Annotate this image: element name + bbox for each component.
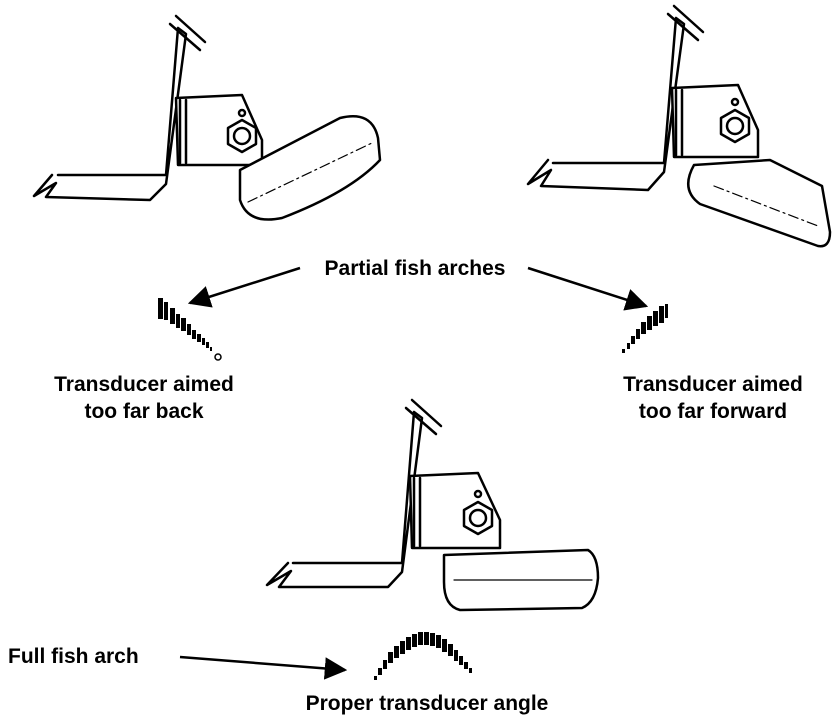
transducer-mount-proper: [265, 398, 600, 612]
back-label-line1: Transducer aimed: [54, 373, 234, 396]
transducer-mount-forward: [526, 4, 832, 248]
arrow-to-forward-arch: [527, 266, 649, 311]
full-arch-label: Full fish arch: [8, 645, 139, 668]
transducer-mount-back: [32, 14, 382, 221]
back-label-line2: too far back: [84, 400, 203, 423]
partial-fish-arch-forward: [622, 304, 668, 353]
arrow-to-full-arch: [179, 655, 348, 680]
full-fish-arch: [374, 632, 472, 680]
forward-label-line2: too far forward: [639, 400, 787, 423]
proper-angle-label: Proper transducer angle: [306, 692, 549, 715]
partial-fish-arch-back: [158, 298, 222, 361]
forward-label-line1: Transducer aimed: [623, 373, 803, 396]
partial-arches-label: Partial fish arches: [325, 257, 506, 280]
arrow-to-back-arch: [187, 266, 301, 308]
